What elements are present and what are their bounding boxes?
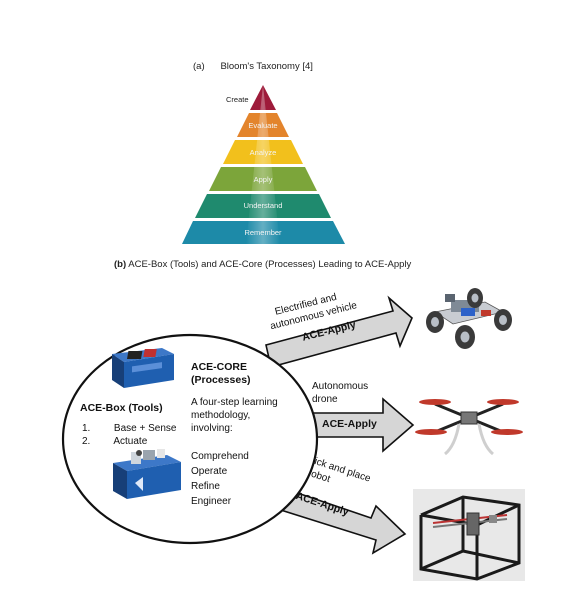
ace-core-desc-3: involving: — [191, 423, 233, 434]
arrow-to-drone — [308, 397, 415, 453]
pyramid-label-apply: Apply — [253, 175, 273, 184]
pyramid-label-evaluate: Evaluate — [248, 121, 278, 130]
bloom-pyramid — [182, 85, 345, 244]
pyramid-label-analyze: Analyze — [249, 148, 277, 157]
pyramid-label-remember: Remember — [244, 228, 282, 237]
pyramid-label-understand: Understand — [243, 201, 283, 210]
ace-core-title-2: (Processes) — [191, 374, 251, 386]
ace-box-item-1-num: 1. — [82, 423, 91, 434]
target-drone-line-2: drone — [312, 393, 338, 405]
arrow-to-vehicle — [265, 295, 413, 368]
ace-box-item-1: 1. Base + Sense — [82, 423, 176, 436]
ace-box-item-1-text: Base + Sense — [113, 423, 177, 434]
ace-core-step-refine: Refine — [191, 481, 220, 492]
caption-a: (a) Bloom's Taxonomy [4] — [193, 61, 313, 72]
ace-box-item-2-num: 2. — [82, 436, 91, 447]
pyramid-top-label: Create — [226, 95, 249, 104]
ace-core-title-1: ACE-CORE — [191, 361, 248, 373]
ace-core-step-operate: Operate — [191, 466, 228, 477]
arrow-to-robot — [267, 483, 407, 555]
pyramid-highlight — [246, 85, 280, 244]
robot-image — [419, 495, 521, 581]
caption-b: (b) ACE-Box (Tools) and ACE-Core (Proces… — [114, 259, 411, 270]
vehicle-image — [426, 288, 512, 349]
ace-core-desc-1: A four-step learning — [191, 397, 278, 408]
caption-b-text: ACE-Box (Tools) and ACE-Core (Processes)… — [126, 259, 412, 270]
target-drone-line-1: Autonomous — [312, 381, 369, 392]
ace-box-item-2: 2. Actuate — [82, 436, 147, 449]
ace-core-step-comprehend: Comprehend — [191, 451, 249, 462]
ace-box-title: ACE-Box (Tools) — [80, 402, 163, 414]
arrow-label-drone: ACE-Apply — [322, 418, 377, 430]
ace-box-device-bottom — [113, 449, 181, 499]
caption-b-prefix: (b) — [114, 259, 127, 270]
ace-core-desc-2: methodology, — [191, 410, 251, 421]
ace-core-step-engineer: Engineer — [191, 496, 232, 507]
target-label-drone: Autonomous drone — [312, 381, 368, 406]
ace-box-item-2-text: Actuate — [113, 436, 148, 447]
drone-image — [415, 399, 523, 456]
ace-box-device-top — [112, 348, 174, 388]
